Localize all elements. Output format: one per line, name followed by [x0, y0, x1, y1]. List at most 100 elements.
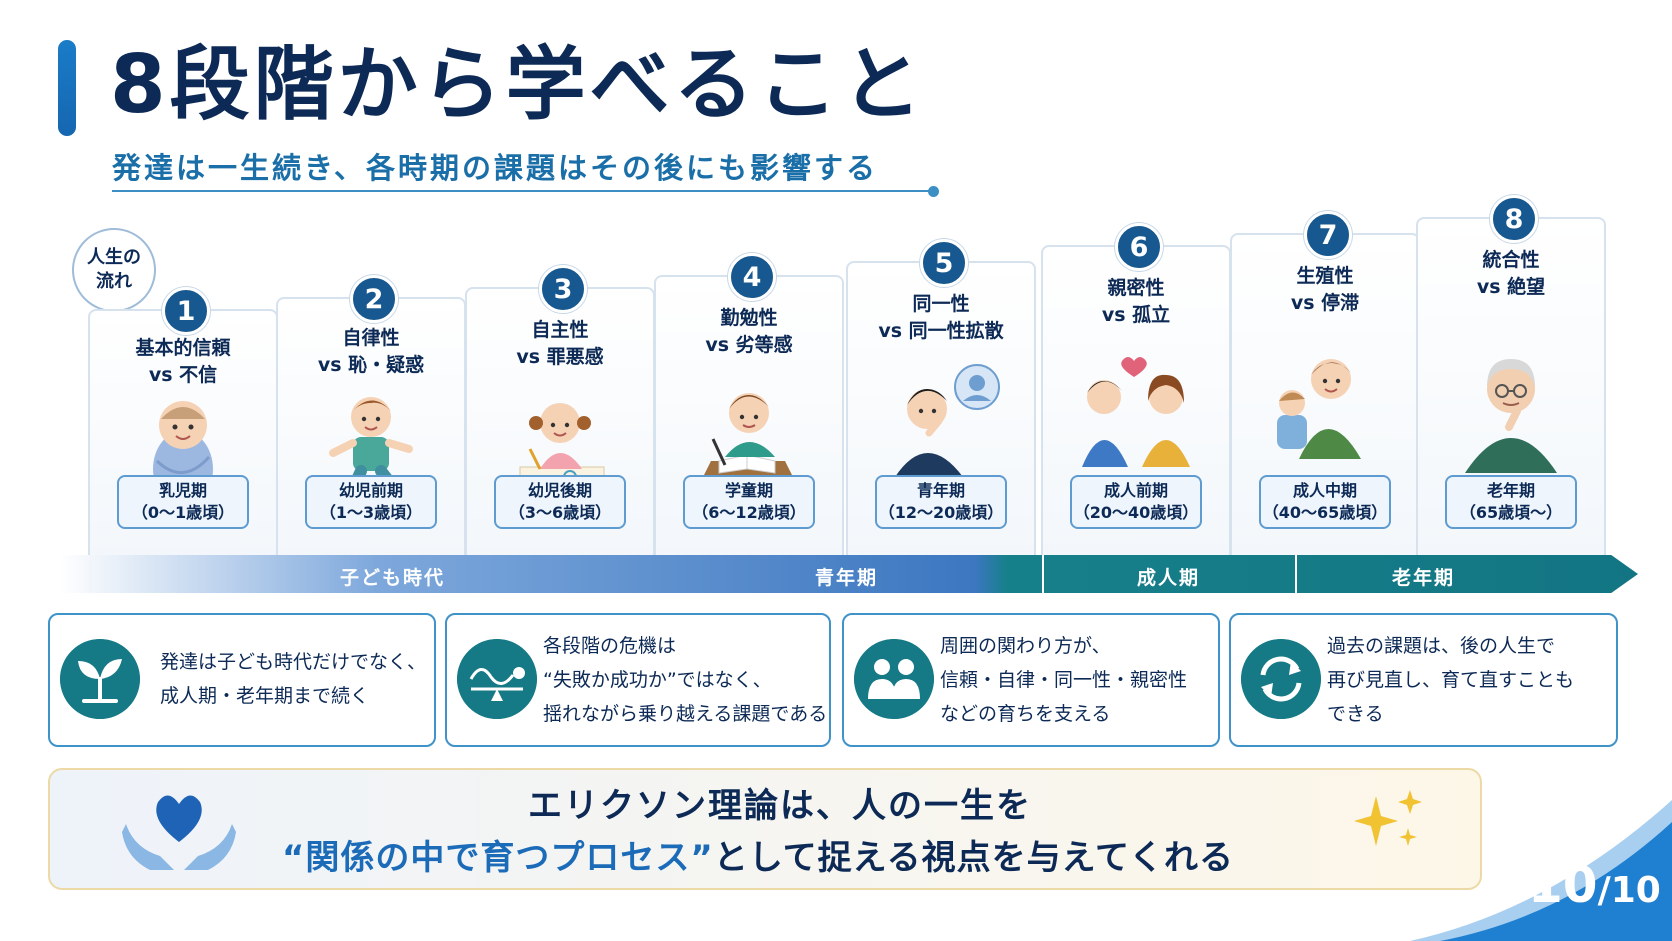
stage-name: 基本的信頼 vs 不信: [90, 335, 276, 389]
stage-card-5: 5 同一性 vs 同一性拡散 青年期 （12〜20歳頃）: [846, 239, 1036, 555]
summary-banner: [48, 768, 1482, 890]
info-text: 各段階の危機は “失敗か成功か”ではなく、 揺れながら乗り越える課題である: [543, 629, 827, 731]
timeline-label-childhood: 子ども時代: [340, 567, 446, 589]
info-text-line: 各段階の危機は: [543, 635, 677, 657]
info-text-line: 信頼・自律・同一性・親密性: [940, 669, 1188, 691]
info-text-line: 再び見直し、育て直すことも: [1327, 669, 1575, 691]
subtitle-underline: [112, 190, 930, 192]
stage-period-line: 成人中期: [1292, 481, 1357, 500]
page-subtitle: 発達は一生続き、各時期の課題はその後にも影響する: [112, 151, 878, 185]
stage-name-line: vs 罪悪感: [516, 346, 604, 368]
sprout-icon: [60, 639, 140, 719]
timeline-arrow: [60, 555, 1638, 593]
info-text-line: 揺れながら乗り越える課題である: [543, 703, 828, 725]
stage-name: 自主性 vs 罪悪感: [467, 317, 653, 371]
stage-name-line: 生殖性: [1296, 265, 1354, 287]
page-number-total: /10: [1597, 870, 1661, 911]
stage-period-badge: 老年期 （65歳頃〜）: [1445, 475, 1577, 529]
stage-period-line: （1〜3歳頃）: [319, 503, 423, 522]
stage-number: 2: [350, 275, 398, 323]
stage-name-line: 基本的信頼: [135, 337, 231, 359]
stage-card-4: 4 勤勉性 vs 劣等感 学童期 （6〜12歳頃）: [654, 253, 844, 555]
corner-wave-decoration: [1410, 800, 1672, 941]
page-number-current: 10: [1528, 856, 1598, 914]
stage-name-line: 勤勉性: [720, 307, 778, 329]
stage-period-line: 幼児前期: [338, 481, 403, 500]
info-card-2: 各段階の危機は “失敗か成功か”ではなく、 揺れながら乗り越える課題である: [445, 613, 831, 747]
stage-name: 統合性 vs 絶望: [1418, 247, 1604, 301]
stage-card-7: 7 生殖性 vs 停滞 成人中期 （40〜65歳頃）: [1230, 211, 1420, 555]
stage-name-line: vs 劣等感: [705, 334, 793, 356]
stage-name-line: 自律性: [342, 327, 400, 349]
sparkle-icon: [1354, 790, 1422, 846]
stage-number: 8: [1490, 195, 1538, 243]
stage-card-1: 1 基本的信頼 vs 不信 乳児期 （0〜1歳頃）: [88, 287, 278, 555]
stage-name-line: 同一性: [912, 293, 970, 315]
stage-name: 生殖性 vs 停滞: [1232, 263, 1418, 317]
subtitle-underline-dot: [928, 186, 939, 197]
refresh-icon: [1241, 639, 1321, 719]
stage-name: 自律性 vs 恥・疑惑: [278, 325, 464, 379]
banner-line-2-rest: として捉える視点を与えてくれる: [713, 838, 1234, 878]
stage-card-8: 8 統合性 vs 絶望 老年期 （65歳頃〜）: [1416, 195, 1606, 555]
info-text: 周囲の関わり方が、 信頼・自律・同一性・親密性 などの育ちを支える: [940, 629, 1187, 731]
stage-number: 4: [728, 253, 776, 301]
stage-name-line: vs 孤立: [1101, 304, 1171, 326]
stage-number: 5: [920, 239, 968, 287]
stage-period-line: 成人前期: [1103, 481, 1168, 500]
stage-number: 3: [539, 265, 587, 313]
stage-number: 7: [1304, 211, 1352, 259]
stage-period-line: （3〜6歳頃）: [508, 503, 612, 522]
info-text-line: “失敗か成功か”ではなく、: [543, 669, 772, 691]
info-card-3: 周囲の関わり方が、 信頼・自律・同一性・親密性 などの育ちを支える: [842, 613, 1220, 747]
info-text: 過去の課題は、後の人生で 再び見直し、育て直すことも できる: [1327, 629, 1574, 731]
timeline-label-adolescence: 青年期: [815, 567, 879, 589]
stage-period-line: 乳児期: [158, 481, 207, 500]
stage-card-6: 6 親密性 vs 孤立 成人前期 （20〜40歳頃）: [1041, 223, 1231, 555]
timeline-label-old-age: 老年期: [1392, 567, 1456, 589]
stage-period-line: （0〜1歳頃）: [131, 503, 235, 522]
parent-child-icon: [1277, 359, 1361, 459]
heart-hands-icon: [122, 795, 236, 870]
banner-line-2: “関係の中で育つプロセス”として捉える視点を与えてくれる: [282, 830, 1234, 879]
people-icon: [854, 639, 934, 719]
timeline-label-adulthood: 成人期: [1137, 567, 1201, 589]
stage-card-3: 3 自主性 vs 罪悪感 幼児後期 （3〜6歳頃）: [465, 265, 655, 555]
stage-period-line: （65歳頃〜）: [1459, 503, 1563, 522]
elder-icon: [1465, 359, 1557, 473]
stage-period-line: 老年期: [1486, 481, 1535, 500]
stage-name-line: 統合性: [1482, 249, 1540, 271]
life-flow-badge: 人生の 流れ: [72, 228, 156, 312]
couple-icon: [1082, 357, 1190, 467]
page-title: 8段階から学べること: [110, 38, 926, 131]
banner-highlight: “関係の中で育つプロセス”: [282, 838, 714, 878]
info-text-line: 過去の課題は、後の人生で: [1327, 635, 1556, 657]
stage-name-line: vs 同一性拡散: [878, 320, 1004, 342]
stage-name: 親密性 vs 孤立: [1043, 275, 1229, 329]
stage-period-badge: 幼児後期 （3〜6歳頃）: [494, 475, 626, 529]
stage-name-line: vs 絶望: [1476, 276, 1546, 298]
stage-period-badge: 青年期 （12〜20歳頃）: [875, 475, 1007, 529]
stage-name-line: vs 恥・疑惑: [317, 354, 425, 376]
info-text-line: 周囲の関わり方が、: [940, 635, 1111, 657]
banner-line-1: エリクソン理論は、人の一生を: [528, 786, 1032, 826]
stage-name-line: vs 停滞: [1290, 292, 1360, 314]
info-text-line: などの育ちを支える: [940, 703, 1111, 725]
stage-period-badge: 成人前期 （20〜40歳頃）: [1070, 475, 1202, 529]
stage-name-line: 親密性: [1107, 277, 1165, 299]
stage-number: 1: [162, 287, 210, 335]
info-text-line: 発達は子ども時代だけでなく、: [160, 651, 427, 673]
stage-period-line: 学童期: [724, 481, 773, 500]
stage-period-line: （6〜12歳頃）: [692, 503, 806, 522]
life-flow-label-line: 人生の: [87, 247, 141, 268]
stage-name: 同一性 vs 同一性拡散: [848, 291, 1034, 345]
stage-number: 6: [1115, 223, 1163, 271]
info-text-line: できる: [1327, 703, 1384, 725]
stage-name: 勤勉性 vs 劣等感: [656, 305, 842, 359]
stage-period-badge: 幼児前期 （1〜3歳頃）: [305, 475, 437, 529]
info-card-4: 過去の課題は、後の人生で 再び見直し、育て直すことも できる: [1229, 613, 1618, 747]
thinking-youth-icon: [895, 364, 1000, 477]
info-text-line: 成人期・老年期まで続く: [160, 685, 370, 707]
stage-period-badge: 学童期 （6〜12歳頃）: [683, 475, 815, 529]
